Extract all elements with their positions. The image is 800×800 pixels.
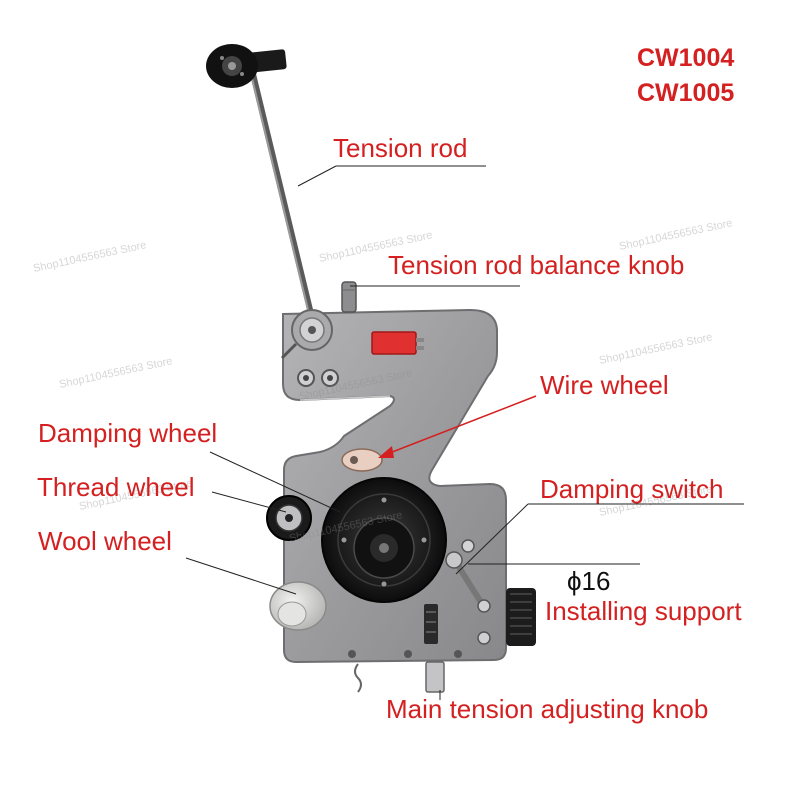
damping-wheel-label: Damping wheel <box>38 418 218 448</box>
model-number: CW1005 <box>637 79 735 107</box>
model-number: CW1004 <box>637 44 735 72</box>
wire-wheel <box>341 448 383 472</box>
wool-wheel <box>269 581 327 631</box>
balance-knob-label: Tension rod balance knob <box>388 250 685 280</box>
main-tension-knob <box>354 661 445 693</box>
damping-wheel <box>321 477 447 603</box>
main-knob-label: Main tension adjusting knob <box>386 694 709 724</box>
watermark-text: Shop1104556563 Store <box>618 217 733 253</box>
tension-rod <box>206 44 315 321</box>
leader-lines <box>185 165 744 700</box>
installing-support-label: Installing support <box>545 596 742 626</box>
watermark-text: Shop1104556563 Store <box>598 331 713 367</box>
wool-wheel-label: Wool wheel <box>38 526 172 556</box>
wire-wheel-label: Wire wheel <box>540 370 669 400</box>
balance-knob <box>341 281 357 313</box>
micro-switch <box>371 331 424 355</box>
wire-wheel-arrow <box>378 395 537 458</box>
installing-support-knob <box>506 588 536 646</box>
damping-switch-lever <box>445 539 485 607</box>
watermark-text: Shop1104556563 Store <box>32 239 147 275</box>
diameter-label: ϕ16 <box>567 566 611 596</box>
thread-wheel-label: Thread wheel <box>37 472 195 502</box>
rod-pulley <box>280 309 333 360</box>
damping-switch-label: Damping switch <box>540 474 724 504</box>
scale-slot <box>348 599 491 658</box>
watermark-text: Shop1104556563 Store <box>58 355 173 391</box>
mount-screws <box>297 369 339 387</box>
tension-rod-label: Tension rod <box>333 133 468 163</box>
